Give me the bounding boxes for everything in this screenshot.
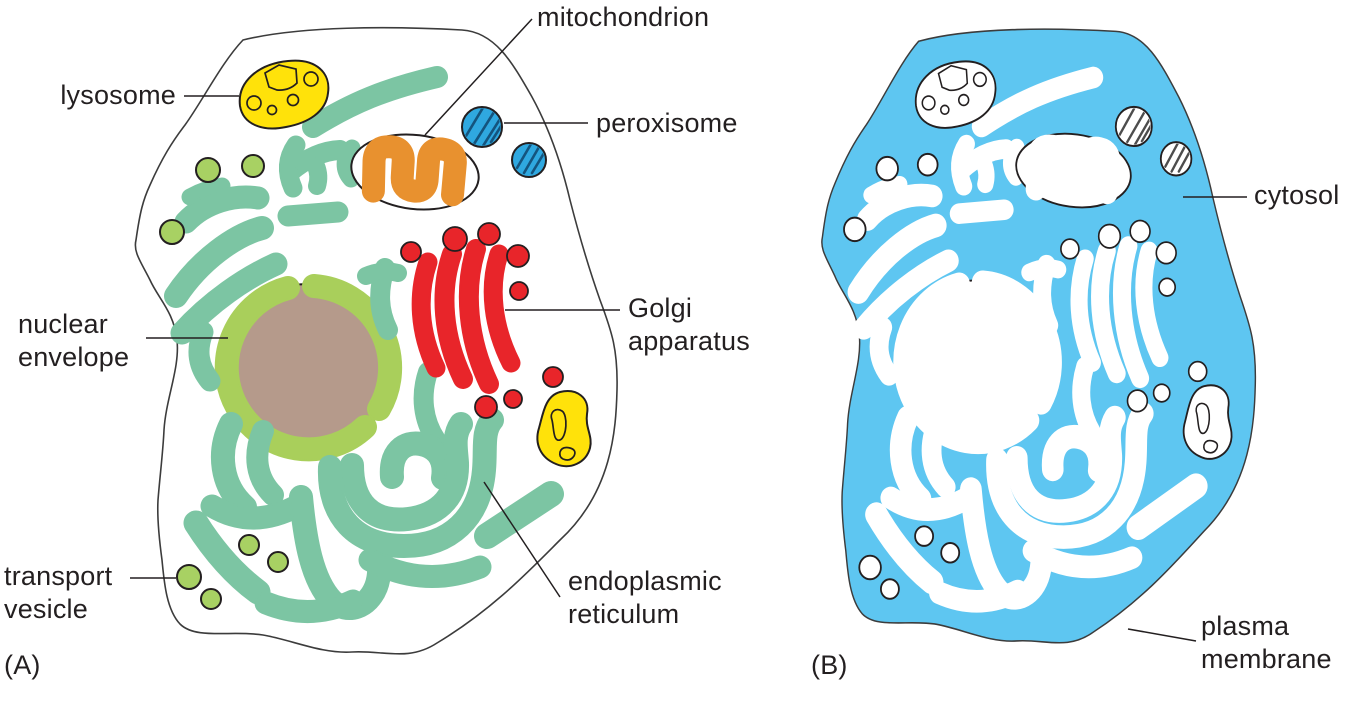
leader-line-plasma-membrane <box>1127 628 1197 642</box>
label-transport-vesicle: transport vesicle <box>4 561 113 624</box>
label-cytosol: cytosol <box>1254 180 1340 210</box>
label-golgi-apparatus: Golgi apparatus <box>628 293 750 356</box>
leader-line-er <box>483 481 561 598</box>
panel-b-cell <box>822 29 1256 643</box>
panel-a-letter: (A) <box>4 650 41 680</box>
label-plasma-membrane: plasma membrane <box>1201 611 1332 674</box>
label-lysosome: lysosome <box>60 80 176 110</box>
panel-a-cell <box>135 28 617 654</box>
leader-line-mitochondrion <box>424 18 533 136</box>
label-nuclear-envelope: nuclear envelope <box>18 309 130 372</box>
leader-lines <box>130 18 1247 642</box>
label-endoplasmic-reticulum: endoplasmic reticulum <box>568 566 722 629</box>
panel-b-letter: (B) <box>811 650 848 680</box>
label-mitochondrion: mitochondrion <box>537 2 710 32</box>
label-peroxisome: peroxisome <box>596 108 738 138</box>
